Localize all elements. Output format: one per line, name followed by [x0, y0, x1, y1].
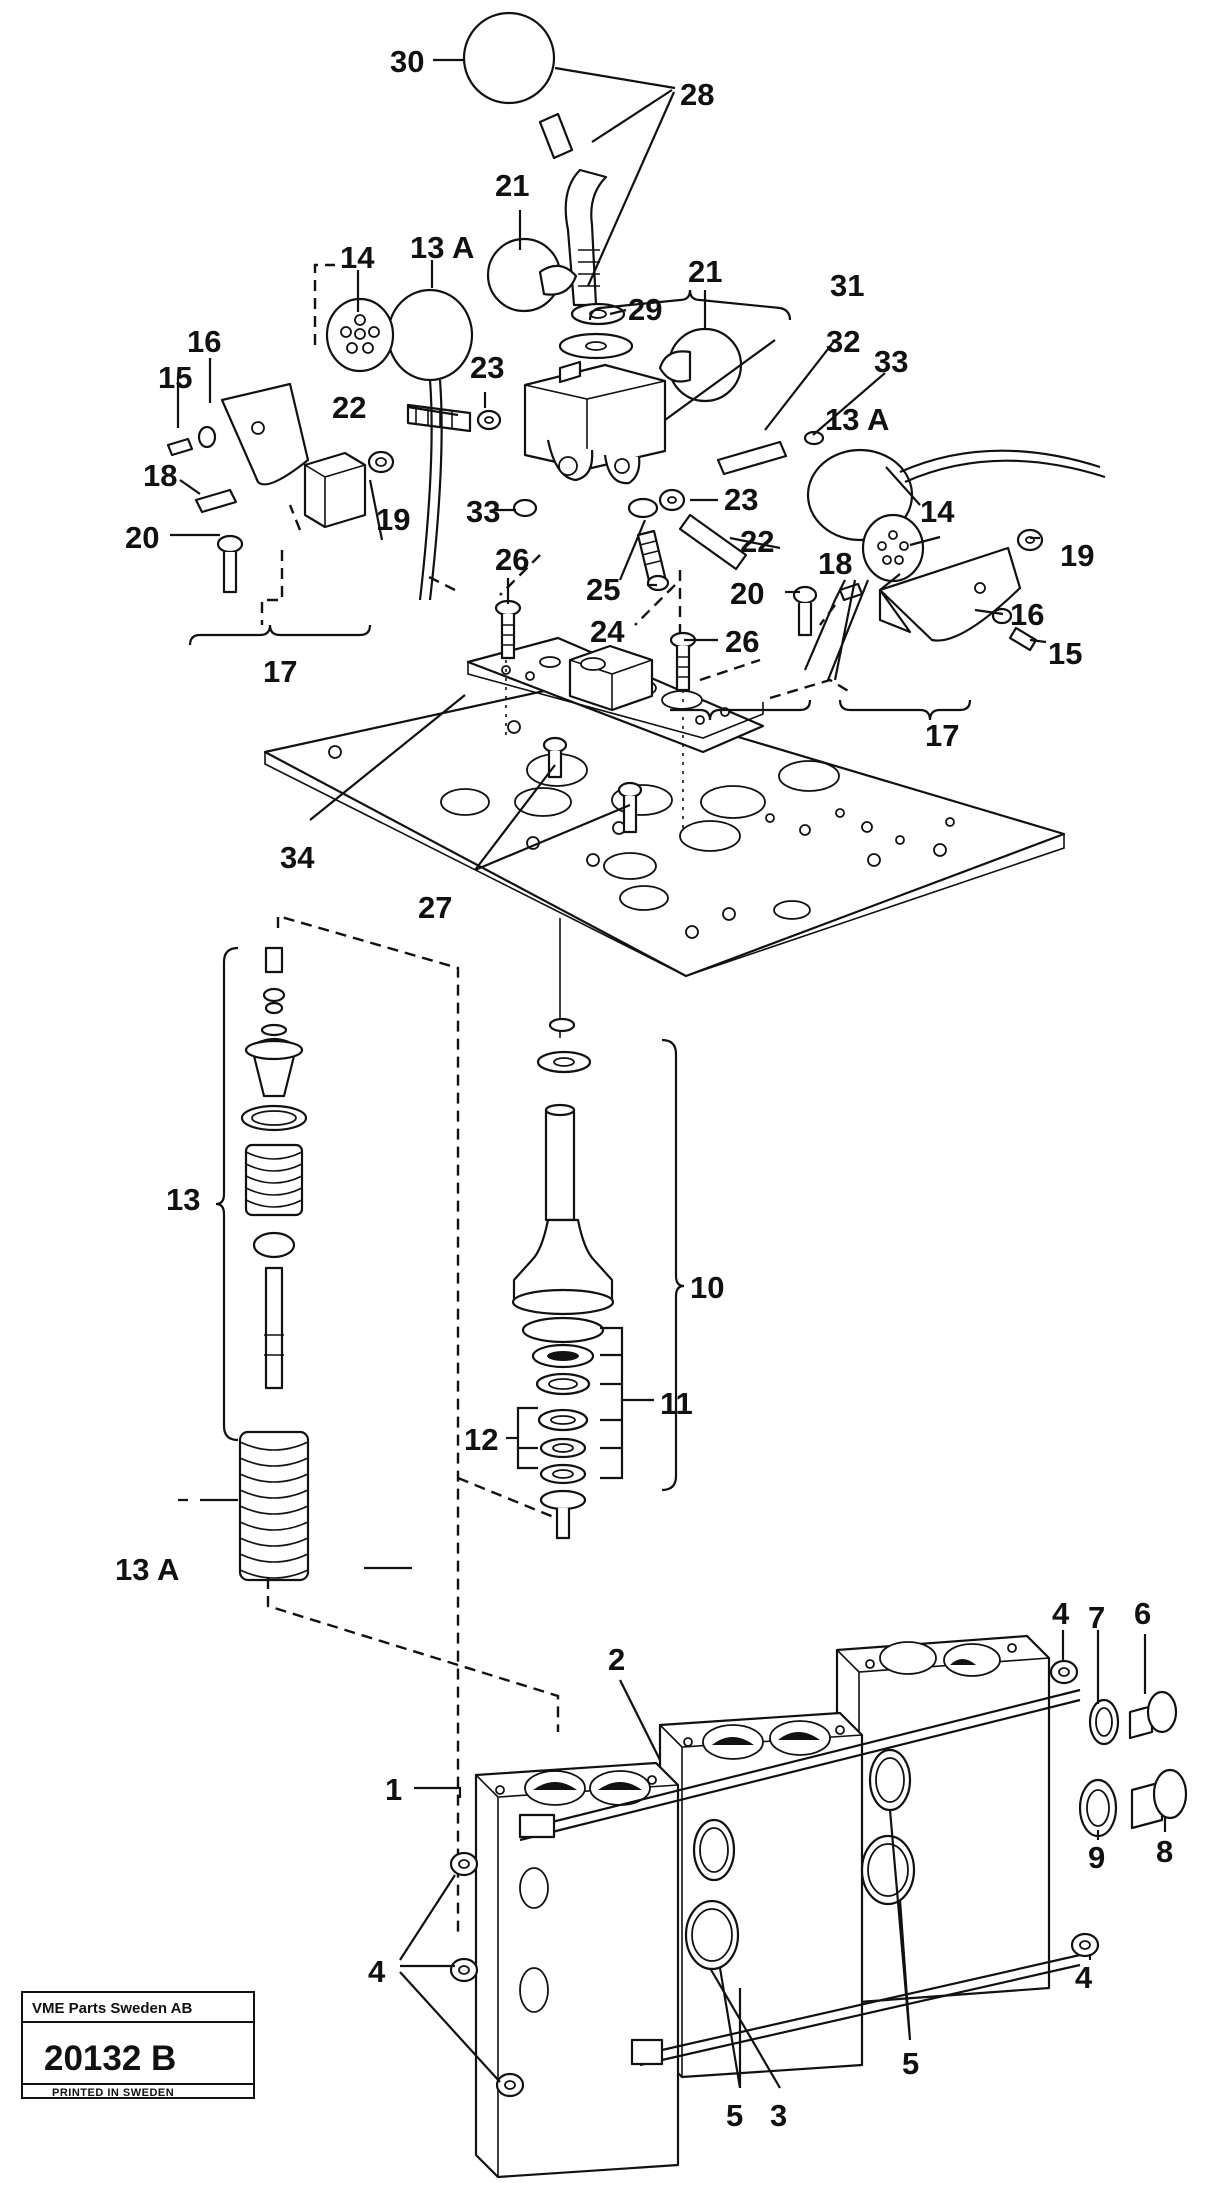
callout-35: 34: [280, 840, 315, 875]
callout-13: 13: [166, 1182, 200, 1217]
callout-34: 33: [874, 344, 908, 379]
callout-34: 33: [466, 494, 500, 529]
callout-29: 28: [680, 77, 714, 112]
leader-lines: [170, 58, 1167, 2089]
callout-8: 8: [1156, 1834, 1173, 1869]
lever-knob: [462, 11, 556, 105]
lever-housing: [523, 363, 667, 471]
callout-13a: 13 A: [115, 1552, 179, 1587]
valve-section-1: [474, 1761, 680, 2179]
callout-30: 29: [628, 292, 662, 327]
callout-28: 27: [418, 890, 452, 925]
callout-22: 21: [495, 168, 529, 203]
callout-16: 15: [158, 360, 192, 395]
callout-20: 19: [1060, 538, 1094, 573]
callout-18: 17: [263, 654, 297, 689]
callout-19: 18: [818, 546, 852, 581]
callout-4: 4: [368, 1954, 386, 1989]
callout-26: 25: [586, 572, 620, 607]
callout-10: 10: [690, 1270, 724, 1305]
callout-18: 17: [925, 718, 959, 753]
callout-9: 9: [1088, 1840, 1105, 1875]
callout-1: 1: [385, 1772, 402, 1807]
stamp-drawing-number: 20132 B: [44, 2039, 176, 2078]
callout-7: 7: [1088, 1600, 1105, 1635]
callout-6: 6: [1134, 1596, 1151, 1631]
callout-21: 20: [125, 520, 159, 555]
callout-20: 19: [376, 502, 410, 537]
callout-23: 22: [740, 524, 774, 559]
callout-21: 20: [730, 576, 764, 611]
callout-23: 22: [332, 390, 366, 425]
callout-labels: 30 28 21 21 29 31 32 33 14 13 A 16 15 23…: [115, 44, 1173, 2133]
callout-4: 4: [1052, 1596, 1070, 1631]
base-plate-assembly: [263, 554, 1066, 1038]
callout-27: 26: [495, 542, 529, 577]
title-stamp: VME Parts Sweden AB 20132 B PRINTED IN S…: [21, 1991, 255, 2099]
callout-5: 5: [726, 2098, 743, 2133]
callout-4: 4: [1075, 1960, 1093, 1995]
callout-24: 23: [724, 482, 758, 517]
callout-33: 32: [826, 324, 860, 359]
valve-sections: [449, 1634, 1188, 2179]
callout-17: 16: [187, 324, 221, 359]
callout-24: 23: [470, 350, 504, 385]
callout-5: 5: [902, 2046, 919, 2081]
callout-27: 26: [725, 624, 759, 659]
callout-17: 16: [1010, 597, 1044, 632]
callout-22: 21: [688, 254, 722, 289]
stamp-printed: PRINTED IN SWEDEN: [52, 2087, 174, 2099]
lever-assembly: [166, 11, 1106, 700]
spring-assembly-13: [200, 914, 560, 1933]
callout-32: 31: [830, 268, 864, 303]
callout-11: 11: [660, 1386, 693, 1421]
callout-3: 3: [770, 2098, 787, 2133]
callout-2: 2: [608, 1642, 625, 1677]
valve-assembly-10: [457, 1017, 685, 1540]
callout-15: 14: [920, 494, 955, 529]
callout-14: 13 A: [825, 402, 889, 437]
callout-14: 13 A: [410, 230, 474, 265]
callout-25: 24: [590, 614, 625, 649]
callout-15: 14: [340, 240, 375, 275]
callout-12: 12: [464, 1422, 498, 1457]
callout-31: 30: [390, 44, 424, 79]
callout-19: 18: [143, 458, 177, 493]
stamp-company: VME Parts Sweden AB: [32, 2000, 192, 2017]
callout-16: 15: [1048, 636, 1082, 671]
